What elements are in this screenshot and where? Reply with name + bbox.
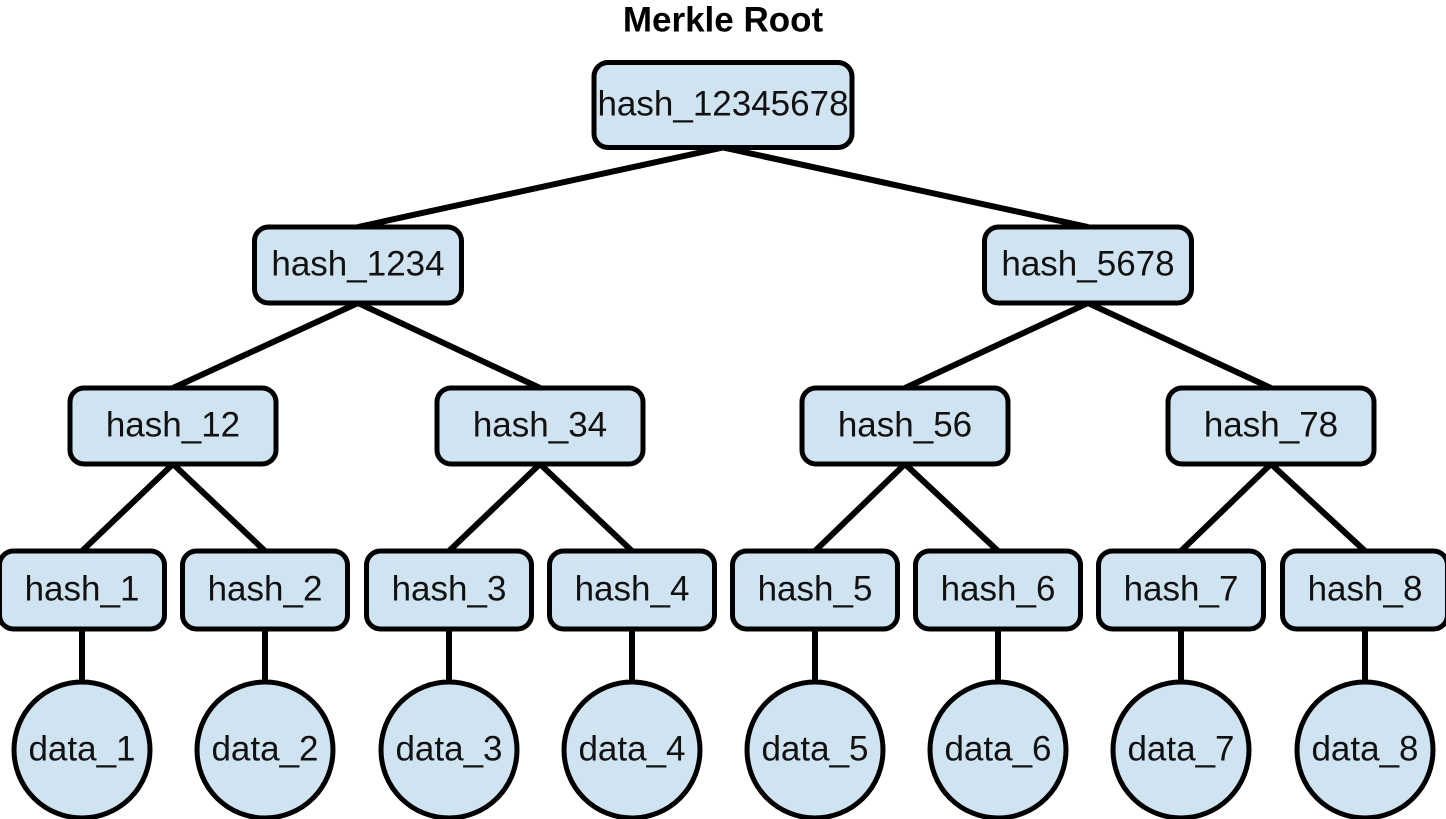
node-label-hash_5: hash_5	[758, 569, 873, 608]
node-box-hash_78[interactable]	[1165, 385, 1377, 467]
node-label-data_6: data_6	[944, 729, 1051, 768]
tree-edge-hash_34-to-hash_3	[446, 461, 543, 554]
node-box-root[interactable]	[591, 60, 855, 150]
tree-edge-root-to-hash_5678	[722, 144, 1089, 230]
node-circle-data_7[interactable]	[1110, 679, 1252, 819]
tree-node-hash_78[interactable]: hash_78	[1165, 385, 1377, 467]
node-label-hash_12: hash_12	[106, 405, 240, 444]
tree-edge-hash_12-to-hash_2	[170, 461, 268, 554]
node-label-data_1: data_1	[28, 729, 135, 768]
tree-edge-hash_56-to-hash_5	[812, 461, 908, 554]
tree-node-hash_5[interactable]: hash_5	[730, 548, 900, 632]
tree-edge-hash_34-to-hash_4	[537, 461, 635, 554]
tree-node-data_5[interactable]: data_5	[744, 679, 886, 819]
tree-node-hash_1[interactable]: hash_1	[0, 548, 167, 632]
node-label-hash_1: hash_1	[25, 569, 140, 608]
node-box-hash_34[interactable]	[434, 385, 646, 467]
node-circle-data_1[interactable]	[11, 679, 153, 819]
tree-node-hash_7[interactable]: hash_7	[1096, 548, 1266, 632]
node-circle-data_4[interactable]	[561, 679, 703, 819]
node-label-hash_3: hash_3	[392, 569, 507, 608]
node-box-hash_1234[interactable]	[252, 224, 464, 306]
node-box-hash_4[interactable]	[547, 548, 717, 632]
node-label-hash_56: hash_56	[838, 405, 972, 444]
node-label-data_4: data_4	[578, 729, 685, 768]
tree-node-hash_34[interactable]: hash_34	[434, 385, 646, 467]
tree-node-data_4[interactable]: data_4	[561, 679, 703, 819]
tree-edge-hash_78-to-hash_8	[1268, 461, 1368, 554]
node-box-hash_5678[interactable]	[982, 224, 1194, 306]
node-label-data_3: data_3	[395, 729, 502, 768]
tree-node-data_1[interactable]: data_1	[11, 679, 153, 819]
tree-node-hash_4[interactable]: hash_4	[547, 548, 717, 632]
node-label-hash_8: hash_8	[1308, 569, 1423, 608]
node-label-hash_2: hash_2	[208, 569, 323, 608]
tree-edge-hash_56-to-hash_6	[902, 461, 1001, 554]
node-circle-data_5[interactable]	[744, 679, 886, 819]
tree-node-hash_12[interactable]: hash_12	[67, 385, 279, 467]
tree-node-hash_5678[interactable]: hash_5678	[982, 224, 1194, 306]
node-label-hash_7: hash_7	[1124, 569, 1239, 608]
tree-edge-hash_1234-to-hash_34	[356, 300, 542, 391]
node-box-hash_3[interactable]	[364, 548, 534, 632]
node-label-data_2: data_2	[211, 729, 318, 768]
node-box-hash_5[interactable]	[730, 548, 900, 632]
node-label-root: hash_12345678	[597, 84, 848, 123]
tree-node-hash_56[interactable]: hash_56	[799, 385, 1011, 467]
tree-node-hash_6[interactable]: hash_6	[913, 548, 1083, 632]
node-label-hash_6: hash_6	[941, 569, 1056, 608]
tree-node-hash_8[interactable]: hash_8	[1280, 548, 1446, 632]
tree-edge-hash_78-to-hash_7	[1178, 461, 1274, 554]
node-box-hash_6[interactable]	[913, 548, 1083, 632]
tree-node-data_8[interactable]: data_8	[1294, 679, 1436, 819]
node-circle-data_3[interactable]	[378, 679, 520, 819]
tree-edge-hash_12-to-hash_1	[79, 461, 176, 554]
node-box-hash_56[interactable]	[799, 385, 1011, 467]
node-circle-data_6[interactable]	[927, 679, 1069, 819]
node-label-hash_4: hash_4	[575, 569, 690, 608]
tree-node-data_3[interactable]: data_3	[378, 679, 520, 819]
node-box-hash_7[interactable]	[1096, 548, 1266, 632]
node-label-hash_34: hash_34	[473, 405, 607, 444]
tree-node-data_2[interactable]: data_2	[194, 679, 336, 819]
node-label-data_7: data_7	[1127, 729, 1234, 768]
tree-node-data_7[interactable]: data_7	[1110, 679, 1252, 819]
tree-node-data_6[interactable]: data_6	[927, 679, 1069, 819]
node-box-hash_12[interactable]	[67, 385, 279, 467]
page-title: Merkle Root	[623, 0, 824, 39]
tree-edge-root-to-hash_1234	[357, 144, 724, 230]
node-box-hash_8[interactable]	[1280, 548, 1446, 632]
node-label-hash_78: hash_78	[1204, 405, 1338, 444]
node-circle-data_2[interactable]	[194, 679, 336, 819]
node-label-data_8: data_8	[1311, 729, 1418, 768]
node-label-data_5: data_5	[761, 729, 868, 768]
tree-edge-hash_5678-to-hash_78	[1086, 300, 1273, 391]
node-box-hash_1[interactable]	[0, 548, 167, 632]
tree-node-hash_3[interactable]: hash_3	[364, 548, 534, 632]
tree-node-hash_1234[interactable]: hash_1234	[252, 224, 464, 306]
tree-node-root[interactable]: hash_12345678	[591, 60, 855, 150]
tree-edge-hash_5678-to-hash_56	[903, 300, 1090, 391]
tree-node-hash_2[interactable]: hash_2	[180, 548, 350, 632]
node-box-hash_2[interactable]	[180, 548, 350, 632]
tree-edge-hash_1234-to-hash_12	[171, 300, 360, 391]
edge-layer	[79, 144, 1368, 682]
node-label-hash_1234: hash_1234	[271, 244, 444, 283]
node-label-hash_5678: hash_5678	[1001, 244, 1174, 283]
node-circle-data_8[interactable]	[1294, 679, 1436, 819]
